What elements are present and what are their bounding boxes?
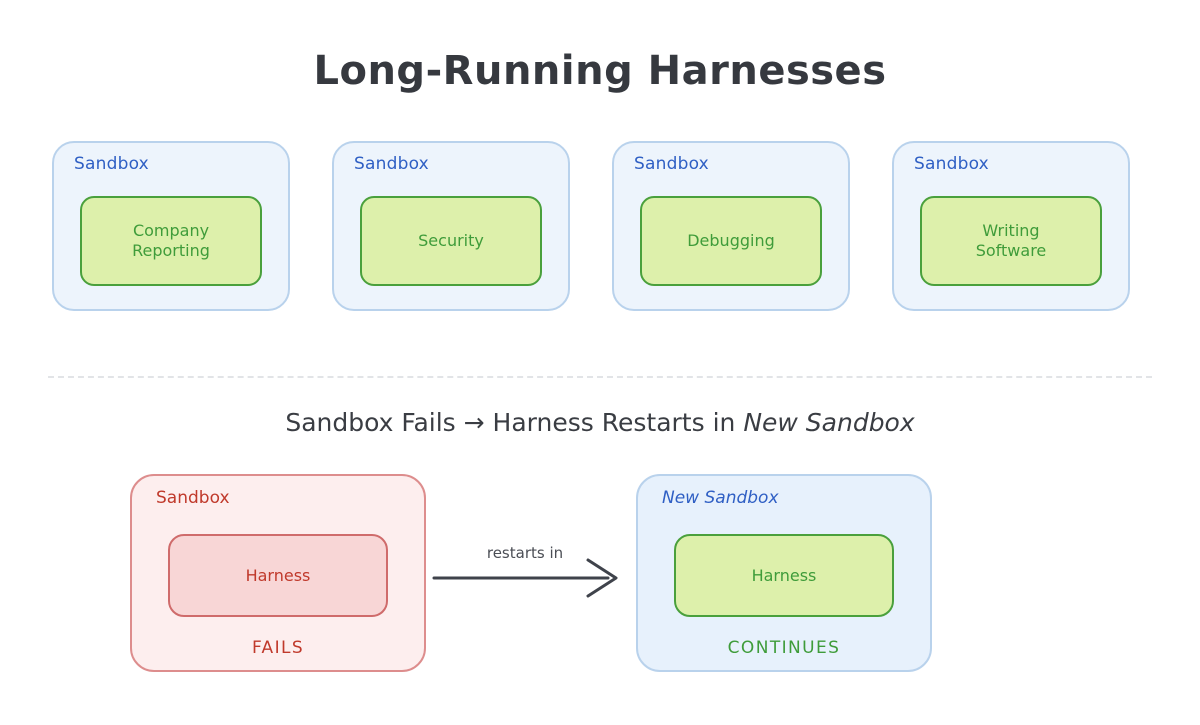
status-badge-continues: CONTINUES <box>727 638 841 658</box>
caption-arrow-glyph: → <box>463 408 485 437</box>
page-title: Long-Running Harnesses <box>313 48 887 94</box>
harness-box[interactable]: Harness <box>674 534 894 617</box>
harness-label: Harness <box>245 566 311 585</box>
failover-scenario: Sandbox Harness FAILS New Sandbox Harnes… <box>0 474 1200 672</box>
caption-part-two: Harness Restarts in <box>484 408 744 437</box>
harness-box[interactable]: Debugging <box>640 196 822 286</box>
sandbox-row: Sandbox Company Reporting Sandbox Securi… <box>52 141 1130 311</box>
arrow-label: restarts in <box>486 544 564 562</box>
harness-box[interactable]: Harness <box>168 534 388 617</box>
sandbox-card-writing-software[interactable]: Sandbox Writing Software <box>892 141 1130 311</box>
harness-box[interactable]: Security <box>360 196 542 286</box>
caption-emphasis: New Sandbox <box>743 408 915 437</box>
harness-label: Writing Software <box>975 220 1047 260</box>
harness-box[interactable]: Writing Software <box>920 196 1102 286</box>
caption-part-one: Sandbox Fails <box>285 408 464 437</box>
harness-label: Security <box>418 230 484 250</box>
sandbox-label: Sandbox <box>354 154 429 174</box>
new-sandbox-card[interactable]: New Sandbox Harness CONTINUES <box>636 474 932 672</box>
sandbox-label: Sandbox <box>74 154 149 174</box>
sandbox-label: Sandbox <box>634 154 709 174</box>
failing-sandbox-card[interactable]: Sandbox Harness FAILS <box>130 474 426 672</box>
sandbox-label: Sandbox <box>914 154 989 174</box>
sandbox-card-debugging[interactable]: Sandbox Debugging <box>612 141 850 311</box>
harness-label: Harness <box>751 566 817 585</box>
harness-box[interactable]: Company Reporting <box>80 196 262 286</box>
flow-caption: Sandbox Fails → Harness Restarts in New … <box>0 408 1200 437</box>
right-arrow-icon <box>432 558 618 598</box>
sandbox-card-security[interactable]: Sandbox Security <box>332 141 570 311</box>
sandbox-card-company-reporting[interactable]: Sandbox Company Reporting <box>52 141 290 311</box>
sandbox-label: New Sandbox <box>662 488 779 508</box>
status-badge-fails: FAILS <box>251 638 305 658</box>
harness-label: Debugging <box>687 230 775 250</box>
section-divider <box>48 376 1152 378</box>
harness-label: Company Reporting <box>132 220 210 260</box>
sandbox-label: Sandbox <box>156 488 230 508</box>
